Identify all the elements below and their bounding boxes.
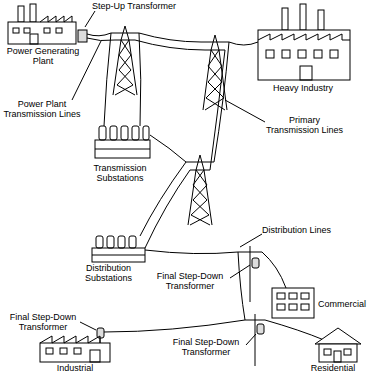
label-text: Distribution Lines	[262, 225, 331, 235]
distribution-substation	[92, 236, 145, 262]
label-text: Final Step-Down Transformer	[173, 337, 240, 357]
callout-label: Transmission Substations	[80, 164, 160, 184]
house	[315, 328, 361, 362]
power-plant	[8, 4, 76, 44]
callout-label: Step-Up Transformer	[92, 2, 182, 12]
callout-label: Distribution Lines	[262, 226, 357, 236]
callout-label: Power Plant Transmission Lines	[3, 100, 81, 120]
transmission-substation	[95, 126, 150, 158]
label-text: Power Generating Plant	[7, 46, 80, 66]
callout-label: Primary Transmission Lines	[262, 116, 347, 136]
label-text: Distribution Substations	[85, 263, 132, 283]
callout-label: Final Step-Down Transformer	[3, 313, 83, 333]
callout-label: Commercial	[318, 300, 368, 310]
callout-label: Residential	[298, 364, 368, 374]
distribution-wire	[104, 250, 324, 340]
label-text: Step-Up Transformer	[92, 1, 176, 11]
callout-label: Distribution Substations	[66, 264, 151, 284]
transmission-tower	[201, 35, 229, 110]
label-text: Heavy Industry	[273, 83, 333, 93]
step-up-transformer	[78, 11, 95, 42]
transmission-tower	[111, 26, 139, 95]
callout-label: Final Step-Down Transformer	[150, 272, 230, 292]
heavy-industry-building	[258, 4, 350, 80]
callout-label: Final Step-Down Transformer	[165, 338, 247, 358]
industrial-building	[40, 328, 110, 362]
label-text: Power Plant Transmission Lines	[3, 99, 80, 119]
label-text: Final Step-Down Transformer	[10, 312, 77, 332]
callout-label: Heavy Industry	[258, 84, 348, 94]
label-text: Primary Transmission Lines	[266, 115, 343, 135]
label-text: Final Step-Down Transformer	[157, 271, 224, 291]
commercial-building	[272, 288, 314, 318]
label-text: Residential	[311, 363, 356, 373]
label-text: Transmission Substations	[93, 163, 146, 183]
leader-line	[72, 41, 265, 345]
transmission-tower	[186, 155, 214, 225]
transmission-wire	[87, 33, 258, 248]
label-text: Commercial	[318, 299, 366, 309]
utility-pole	[245, 314, 265, 366]
label-text: Industrial	[57, 363, 94, 373]
callout-label: Power Generating Plant	[3, 47, 83, 67]
callout-label: Industrial	[40, 364, 110, 374]
